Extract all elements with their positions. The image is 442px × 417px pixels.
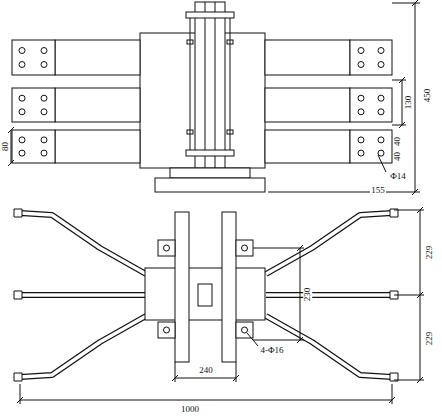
bolt-hole (378, 137, 384, 143)
bolt-hole (41, 62, 47, 68)
dimension-label: Φ14 (389, 172, 407, 181)
bolt-hole (19, 150, 25, 156)
bolt-hole (19, 62, 25, 68)
dimension-label: 80 (1, 141, 10, 152)
dimension-label: 230 (304, 286, 313, 302)
dimension-label: 240 (198, 366, 214, 375)
bolt-hole (358, 95, 364, 101)
bolt-hole (358, 150, 364, 156)
dimension-label: 130 (405, 94, 414, 110)
busbar-arm-inner (266, 316, 392, 377)
dimension-label: 450 (424, 87, 433, 103)
bolt-hole (41, 48, 47, 54)
bolt-hole (41, 137, 47, 143)
dimension-label: 1000 (180, 405, 200, 414)
bolt-hole (378, 109, 384, 115)
terminal-tab (14, 373, 22, 381)
bolt-hole (378, 48, 384, 54)
busbar-arm (20, 316, 146, 377)
bolt-hole (19, 109, 25, 115)
bolt-hole (19, 48, 25, 54)
bolt-hole (358, 137, 364, 143)
bolt-hole (378, 95, 384, 101)
dimension-label: 229 (426, 244, 435, 260)
dimension-label: 229 (426, 330, 435, 346)
busbar-arm-inner (266, 293, 392, 297)
terminal-tab (14, 209, 22, 217)
bolt-hole (19, 137, 25, 143)
dimension-label: 4-Φ16 (259, 346, 284, 355)
dimension-label: 40 (393, 151, 402, 162)
bolt-hole (378, 62, 384, 68)
busbar-arm (20, 292, 146, 298)
bolt-hole (41, 109, 47, 115)
busbar-arm (266, 292, 392, 298)
bolt-hole (358, 62, 364, 68)
busbar-arm (266, 316, 392, 377)
busbar-arm-inner (20, 213, 146, 274)
busbar-arm (20, 213, 146, 274)
bolt-hole (378, 150, 384, 156)
bolt-hole (41, 95, 47, 101)
plan-view (14, 207, 424, 404)
elevation-view (8, 0, 420, 195)
bolt-hole (358, 48, 364, 54)
bolt-hole (19, 95, 25, 101)
busbar-arm (266, 213, 392, 274)
dimension-label: 155 (370, 186, 386, 195)
bolt-hole (41, 150, 47, 156)
dimension-label: 40 (393, 136, 402, 147)
bolt-hole (358, 109, 364, 115)
terminal-tab (14, 291, 22, 299)
busbar-arm-inner (266, 213, 392, 274)
busbar-arm-inner (20, 293, 146, 297)
busbar-arm-inner (20, 316, 146, 377)
